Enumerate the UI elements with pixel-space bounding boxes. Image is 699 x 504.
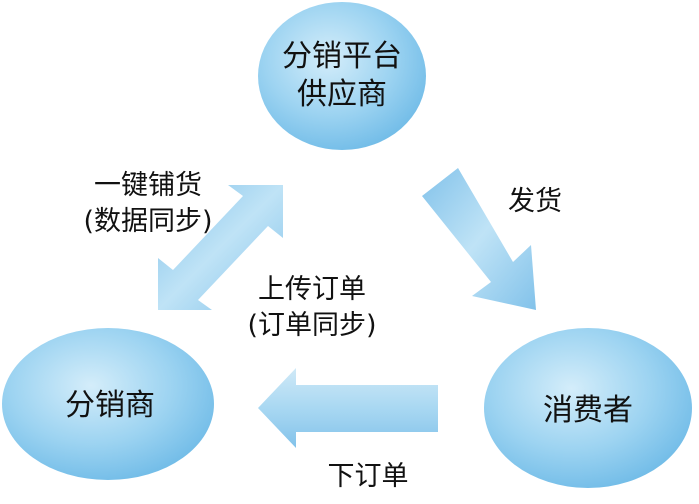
upload-orders-label-line2: (订单同步) (247, 310, 376, 341)
distributor-circle (2, 328, 214, 480)
supplier-label-line1: 分销平台 (282, 39, 402, 74)
sync-double-arrow (158, 185, 283, 310)
supplier-circle (258, 2, 426, 150)
sync-products-label-line2: (数据同步) (83, 206, 212, 237)
consumer-label: 消费者 (543, 393, 633, 428)
upload-orders-label-line1: 上传订单 (258, 274, 366, 305)
sync-products-label-line1: 一键铺货 (94, 170, 202, 201)
place-order-label: 下订单 (328, 461, 409, 492)
node-supplier: 分销平台 供应商 (258, 2, 426, 150)
supplier-label-line2: 供应商 (297, 77, 387, 112)
ship-label: 发货 (508, 186, 562, 217)
place-order-arrow (258, 368, 438, 448)
consumer-circle (484, 328, 692, 488)
node-distributor: 分销商 (2, 328, 214, 480)
node-consumer: 消费者 (484, 328, 692, 488)
ship-arrow (422, 168, 536, 310)
distributor-label: 分销商 (65, 388, 155, 423)
